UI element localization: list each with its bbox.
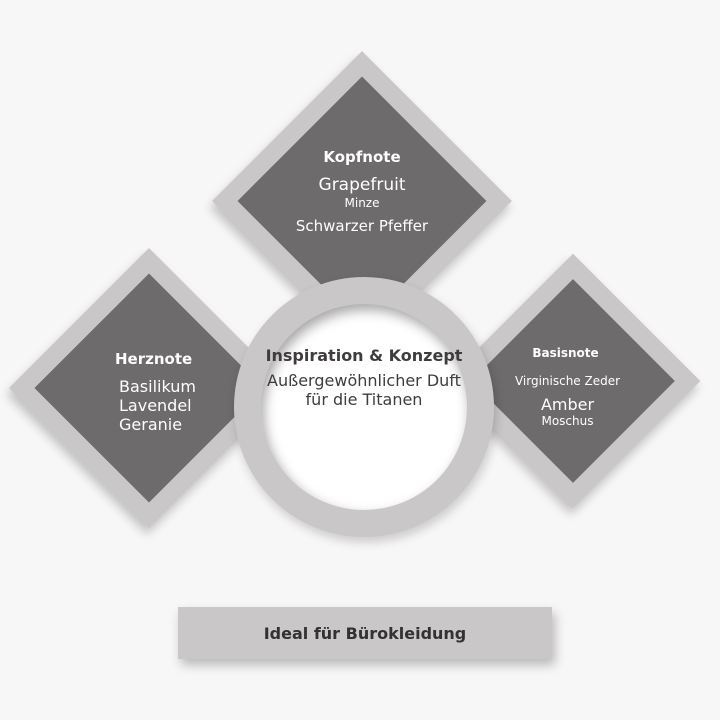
top-note-labels: Kopfnote Grapefruit Minze Schwarzer Pfef…	[262, 148, 462, 235]
base-note-item: Amber	[540, 394, 595, 414]
footer-text: Ideal für Bürokleidung	[263, 623, 467, 643]
base-note-title: Basisnote	[532, 346, 599, 360]
top-note-item: Grapefruit	[318, 175, 406, 195]
heart-note-item: Geranie	[119, 415, 183, 435]
center-circle	[261, 304, 467, 510]
top-note-item: Schwarzer Pfeffer	[295, 216, 429, 235]
top-note-title: Kopfnote	[323, 148, 401, 166]
base-note-labels: Basisnote Virginische Zeder Amber Moschu…	[495, 346, 640, 428]
base-note-item: Virginische Zeder	[514, 374, 621, 389]
footer-bar: Ideal für Bürokleidung	[178, 607, 552, 659]
base-note-item: Moschus	[541, 413, 594, 428]
heart-note-item: Lavendel	[119, 396, 192, 416]
heart-note-labels: Herznote Basilikum Lavendel Geranie	[105, 350, 215, 435]
heart-note-title: Herznote	[115, 350, 193, 368]
top-note-item: Minze	[344, 196, 380, 211]
center-text: Inspiration & Konzept Außergewöhnlicher …	[234, 346, 494, 409]
center-line: für die Titanen	[305, 390, 423, 410]
heart-note-item: Basilikum	[119, 377, 196, 396]
center-line: Außergewöhnlicher Duft	[267, 371, 461, 390]
center-title: Inspiration & Konzept	[265, 346, 463, 365]
center-ring	[234, 277, 494, 537]
